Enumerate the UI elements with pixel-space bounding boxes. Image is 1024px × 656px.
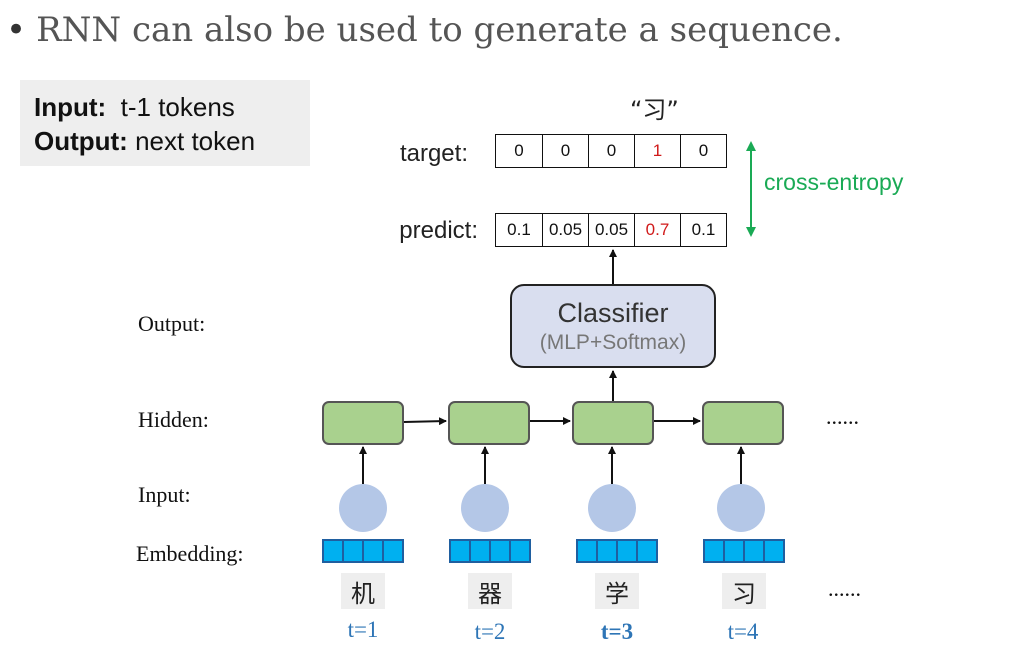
target-cell-5: 0 [680,135,726,167]
io-input-value: t-1 tokens [120,92,235,122]
input-node-4 [717,484,765,532]
row-label-embedding: Embedding: [136,541,244,566]
input-node-1 [339,484,387,532]
token-char-4: 习 [722,573,766,609]
predict-cell-2: 0.05 [542,214,588,246]
row-label-input: Input: [138,482,191,507]
token-ellipsis: ...... [828,576,861,601]
target-word: “习” [630,96,679,124]
target-cell-2: 0 [542,135,588,167]
predict-cell-5: 0.1 [680,214,726,246]
token-char-2: 器 [468,573,512,609]
io-output-label: Output: [34,126,128,156]
target-cell-3: 0 [588,135,634,167]
bullet-dot: • [6,10,27,50]
input-node-2 [461,484,509,532]
row-label-hidden: Hidden: [138,407,209,432]
predict-cell-1: 0.1 [507,220,531,239]
time-label-3: t=3 [600,619,634,644]
target-cell-1: 0 [514,141,524,160]
hidden-state-1 [322,401,404,445]
io-input-label: Input: [34,92,107,122]
embedding-4 [703,539,785,563]
hidden-ellipsis: ...... [826,404,859,429]
io-input-line: Input: t-1 tokens [34,90,296,124]
classifier-subtitle: (MLP+Softmax) [539,331,687,354]
time-label-4: t=4 [727,619,759,644]
predict-label: predict: [399,217,478,244]
time-label-2: t=2 [474,619,506,644]
hidden-state-4 [702,401,784,445]
predict-cell-3: 0.05 [588,214,634,246]
embedding-2 [449,539,531,563]
time-label-1: t=1 [347,617,379,642]
target-cell-4: 1 [634,135,680,167]
hidden-state-2 [448,401,530,445]
token-char-1: 机 [341,573,385,609]
target-label: target: [399,140,468,167]
token-char-3: 学 [595,573,639,609]
bullet-label: RNN can also be used to generate a seque… [36,10,843,50]
embedding-1 [322,539,404,563]
input-node-3 [588,484,636,532]
classifier-box: Classifier (MLP+Softmax) [510,284,716,368]
io-box: Input: t-1 tokens Output: next token [20,80,310,166]
cross-entropy-label: cross-entropy [764,169,904,195]
predict-cell-4: 0.7 [634,214,680,246]
embedding-3 [576,539,658,563]
classifier-title: Classifier [557,298,669,328]
io-output-value: next token [135,126,256,156]
io-output-line: Output: next token [34,124,296,158]
hidden-state-3 [572,401,654,445]
bullet-text: •RNN can also be used to generate a sequ… [6,10,843,50]
arrow-h1-h2 [403,417,447,426]
row-label-output: Output: [138,311,206,336]
